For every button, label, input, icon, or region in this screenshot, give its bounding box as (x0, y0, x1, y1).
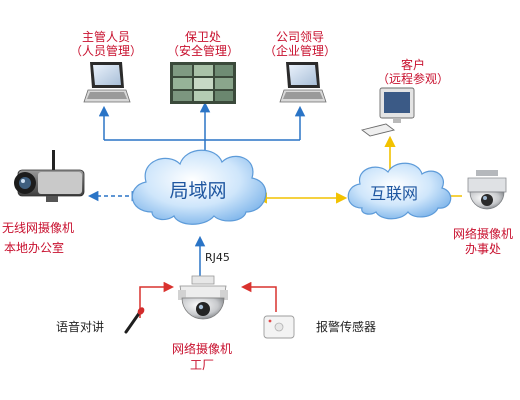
office-camera-title: 网络摄像机 (452, 227, 514, 241)
client-desktop-computer-icon (360, 87, 415, 137)
office-dome-camera-icon (467, 170, 507, 210)
microphone-icon (124, 307, 145, 334)
wireless-box-camera-icon (14, 150, 85, 202)
client-title: 客户 (400, 58, 426, 72)
office-camera-subtitle: 办事处 (464, 242, 502, 256)
factory-speed-dome-camera-icon (178, 275, 228, 320)
leader-title: 公司领导 (275, 30, 325, 44)
factory-camera-title: 网络摄像机 (171, 342, 233, 356)
lan-cloud-icon (131, 149, 267, 225)
alarm-link (240, 281, 277, 312)
wireless-camera-title: 无线网摄像机 (2, 221, 75, 235)
leader-laptop-icon (279, 62, 327, 103)
intercom-link (139, 281, 175, 318)
client-subtitle: （远程参观） (376, 72, 450, 86)
rj45-label: RJ45 (205, 251, 230, 264)
security-monitor-wall-icon (170, 62, 236, 104)
supervisor-title: 主管人员 (81, 30, 131, 44)
internet-cloud-icon (347, 162, 452, 220)
supervisor-subtitle: （人员管理） (69, 44, 143, 58)
alarm-sensor-icon (263, 315, 295, 339)
alarm-label: 报警传感器 (316, 320, 377, 334)
security-subtitle: （安全管理） (166, 44, 240, 58)
lan-label: 局域网 (169, 180, 227, 202)
wireless-camera-subtitle: 本地办公室 (4, 241, 65, 255)
supervisor-laptop-icon (83, 62, 131, 103)
intercom-label: 语音对讲 (56, 320, 105, 334)
connections (87, 101, 462, 318)
internet-label: 互联网 (369, 184, 419, 203)
factory-camera-subtitle: 工厂 (189, 358, 215, 372)
security-title: 保卫处 (184, 30, 222, 44)
leader-subtitle: （企业管理） (263, 44, 337, 58)
